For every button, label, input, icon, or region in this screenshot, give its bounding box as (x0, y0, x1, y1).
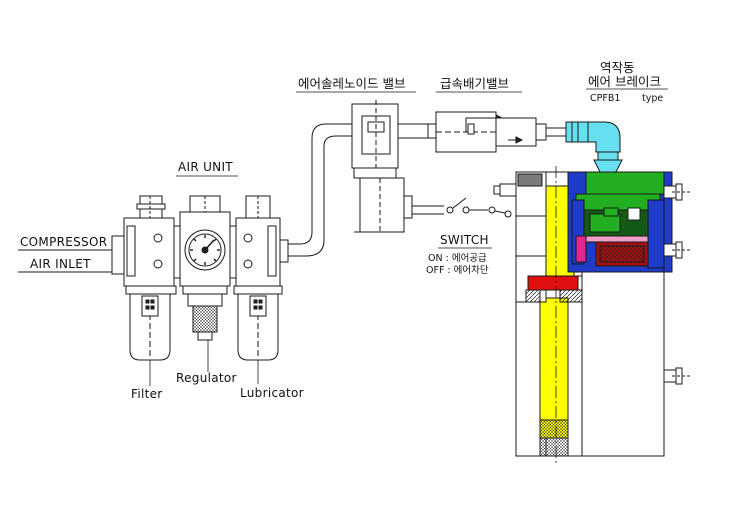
filter-unit (123, 195, 177, 361)
lubricator-label: Lubricator (240, 386, 304, 400)
quick-exhaust-valve-label: 급속배기밸브 (440, 76, 510, 91)
air-brake (493, 166, 690, 464)
switch-wiring (412, 197, 512, 218)
quick-exhaust-valve (427, 111, 566, 153)
elbow-fitting (565, 121, 623, 173)
air-brake-label: 에어 브레이크 (588, 74, 661, 89)
air-unit (111, 195, 289, 361)
switch-on-label: ON : 에어공급 (428, 253, 487, 264)
compressor-label: COMPRESSOR (20, 235, 108, 249)
switch-off-label: OFF : 에어차단 (426, 265, 489, 276)
lubricator-unit (233, 195, 283, 361)
regulator-label: Regulator (176, 371, 237, 385)
regulator-unit (179, 195, 231, 341)
brake-reverse-label: 역작동 (600, 60, 635, 75)
air-pipe (288, 123, 352, 257)
solenoid-valve-label: 에어솔레노이드 밸브 (298, 76, 406, 91)
compressor-inlet-lines (18, 249, 112, 273)
brake-model-label: CPFB1 (590, 93, 621, 104)
leader-lines (149, 88, 668, 386)
filter-label: Filter (131, 387, 163, 401)
switch-label: SWITCH (440, 233, 489, 247)
air-unit-label: AIR UNIT (178, 160, 233, 174)
air-inlet-label: AIR INLET (30, 257, 91, 271)
brake-type-label: type (642, 93, 664, 104)
solenoid-valve (351, 100, 429, 233)
